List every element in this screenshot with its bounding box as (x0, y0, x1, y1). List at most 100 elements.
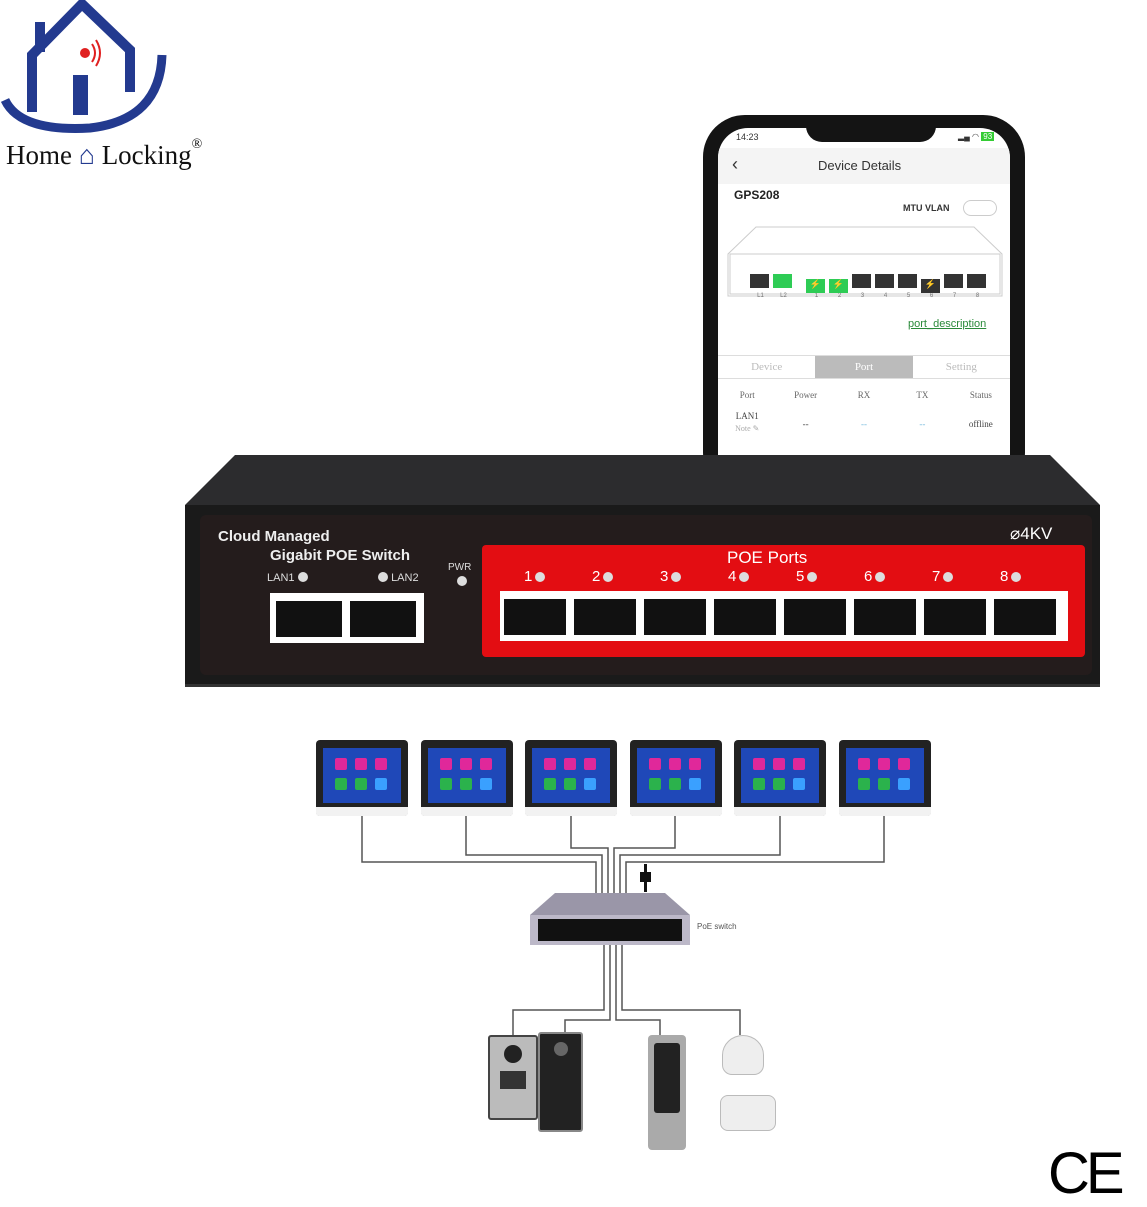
surge-rating: ⌀4KV (1010, 524, 1053, 543)
poe-port-3[interactable] (644, 599, 706, 635)
indoor-monitor (420, 740, 513, 816)
lan2-led (378, 572, 388, 582)
app-tile-icon (564, 778, 576, 790)
tab-port[interactable]: Port (815, 356, 913, 378)
pwr-label: PWR (448, 562, 472, 573)
port-label: L1 (757, 293, 764, 299)
port-icon: ⚡ (921, 279, 940, 293)
row-status: offline (968, 419, 993, 429)
poe-port-8[interactable] (994, 599, 1056, 635)
poe-port-6[interactable] (854, 599, 916, 635)
row-tx: -- (919, 419, 926, 429)
lan-port-block (270, 593, 424, 643)
poe-port-number-7: 7 (932, 568, 954, 585)
col-tx: TX (916, 390, 929, 400)
row-rx: -- (861, 419, 868, 429)
port-description-link[interactable]: port_description (908, 318, 987, 330)
monitor-screen (323, 748, 401, 803)
monitor-screen (427, 748, 506, 803)
app-tile-icon (335, 758, 347, 770)
app-tile-icon (375, 758, 387, 770)
switch-top-surface (185, 455, 1100, 505)
app-tile-icon (479, 778, 492, 790)
app-tile-icon (584, 778, 596, 790)
app-tile-icon (335, 778, 347, 790)
door-station-3 (648, 1035, 686, 1150)
tab-setting[interactable]: Setting (945, 361, 977, 373)
indoor-monitor (838, 740, 931, 816)
phone-notch (806, 118, 936, 142)
app-tile-icon (897, 758, 910, 770)
app-tile-icon (688, 778, 701, 790)
mtu-vlan-toggle[interactable] (963, 200, 997, 216)
port-icon (750, 274, 769, 288)
poe-title: POE Ports (727, 548, 808, 567)
port-label: 6 (929, 293, 934, 299)
col-status: Status (969, 390, 992, 400)
app-tile-icon (355, 778, 367, 790)
port-label: 5 (906, 293, 911, 299)
port-label: L2 (780, 293, 787, 299)
port-label: 8 (975, 293, 980, 299)
door-station-1 (488, 1035, 538, 1120)
port-status-3[interactable]: 3 (852, 274, 873, 299)
app-tile-icon (753, 778, 765, 790)
tab-bar: Device Port Setting (718, 355, 1010, 379)
brand-wordmark: Home ⌂ Locking® (6, 137, 203, 171)
tab-device[interactable]: Device (751, 361, 783, 373)
row-port: LAN1 (735, 411, 759, 421)
registered-mark: ® (191, 137, 203, 152)
port-status-L2[interactable]: L2 (773, 274, 794, 299)
status-time: 14:23 (736, 132, 759, 142)
app-tile-icon (439, 778, 452, 790)
poe-port-5[interactable] (784, 599, 846, 635)
port-label: 7 (952, 293, 957, 299)
lan2-port[interactable] (350, 601, 416, 637)
port-icon: ⚡ (806, 279, 825, 293)
port-status-2[interactable]: ⚡2 (829, 274, 850, 299)
power-plug-icon (640, 864, 651, 892)
row-note[interactable]: Note ✎ (735, 424, 760, 433)
poe-port-strip (500, 591, 1068, 641)
screen-title: Device Details (818, 158, 902, 173)
poe-port-7[interactable] (924, 599, 986, 635)
back-icon[interactable]: ‹ (732, 154, 738, 174)
port-icon (967, 274, 986, 288)
app-tile-icon (648, 778, 661, 790)
app-tile-icon (773, 778, 785, 790)
poe-led (943, 572, 954, 582)
app-tile-icon (773, 758, 785, 770)
poe-led (1011, 572, 1022, 582)
port-status-L1[interactable]: L1 (750, 274, 771, 299)
port-status-5[interactable]: 5 (898, 274, 919, 299)
table-header: Port Power RX TX Status (718, 390, 1010, 400)
port-status-1[interactable]: ⚡1 (806, 274, 827, 299)
indoor-monitor (629, 740, 722, 816)
app-tile-icon (544, 778, 556, 790)
app-tile-icon (439, 758, 452, 770)
port-status-4[interactable]: 4 (875, 274, 896, 299)
app-tile-icon (877, 778, 890, 790)
app-tile-icon (544, 758, 556, 770)
poe-port-1[interactable] (504, 599, 566, 635)
app-tile-icon (857, 758, 870, 770)
poe-port-4[interactable] (714, 599, 776, 635)
port-status-8[interactable]: 8 (967, 274, 988, 299)
poe-port-2[interactable] (574, 599, 636, 635)
port-icon (898, 274, 917, 288)
indoor-monitor (525, 740, 617, 816)
port-status-7[interactable]: 7 (944, 274, 965, 299)
app-tile-icon (897, 778, 910, 790)
row-power: -- (802, 419, 809, 429)
lan1-port[interactable] (276, 601, 342, 637)
small-switch-label: PoE switch (697, 922, 737, 931)
app-tile-icon (355, 758, 367, 770)
port-status-6[interactable]: ⚡6 (921, 274, 942, 299)
port-icon (944, 274, 963, 288)
indoor-monitor (734, 740, 826, 816)
port-icon: ⚡ (829, 279, 848, 293)
monitor-screen (845, 748, 924, 803)
poe-led (535, 572, 546, 582)
